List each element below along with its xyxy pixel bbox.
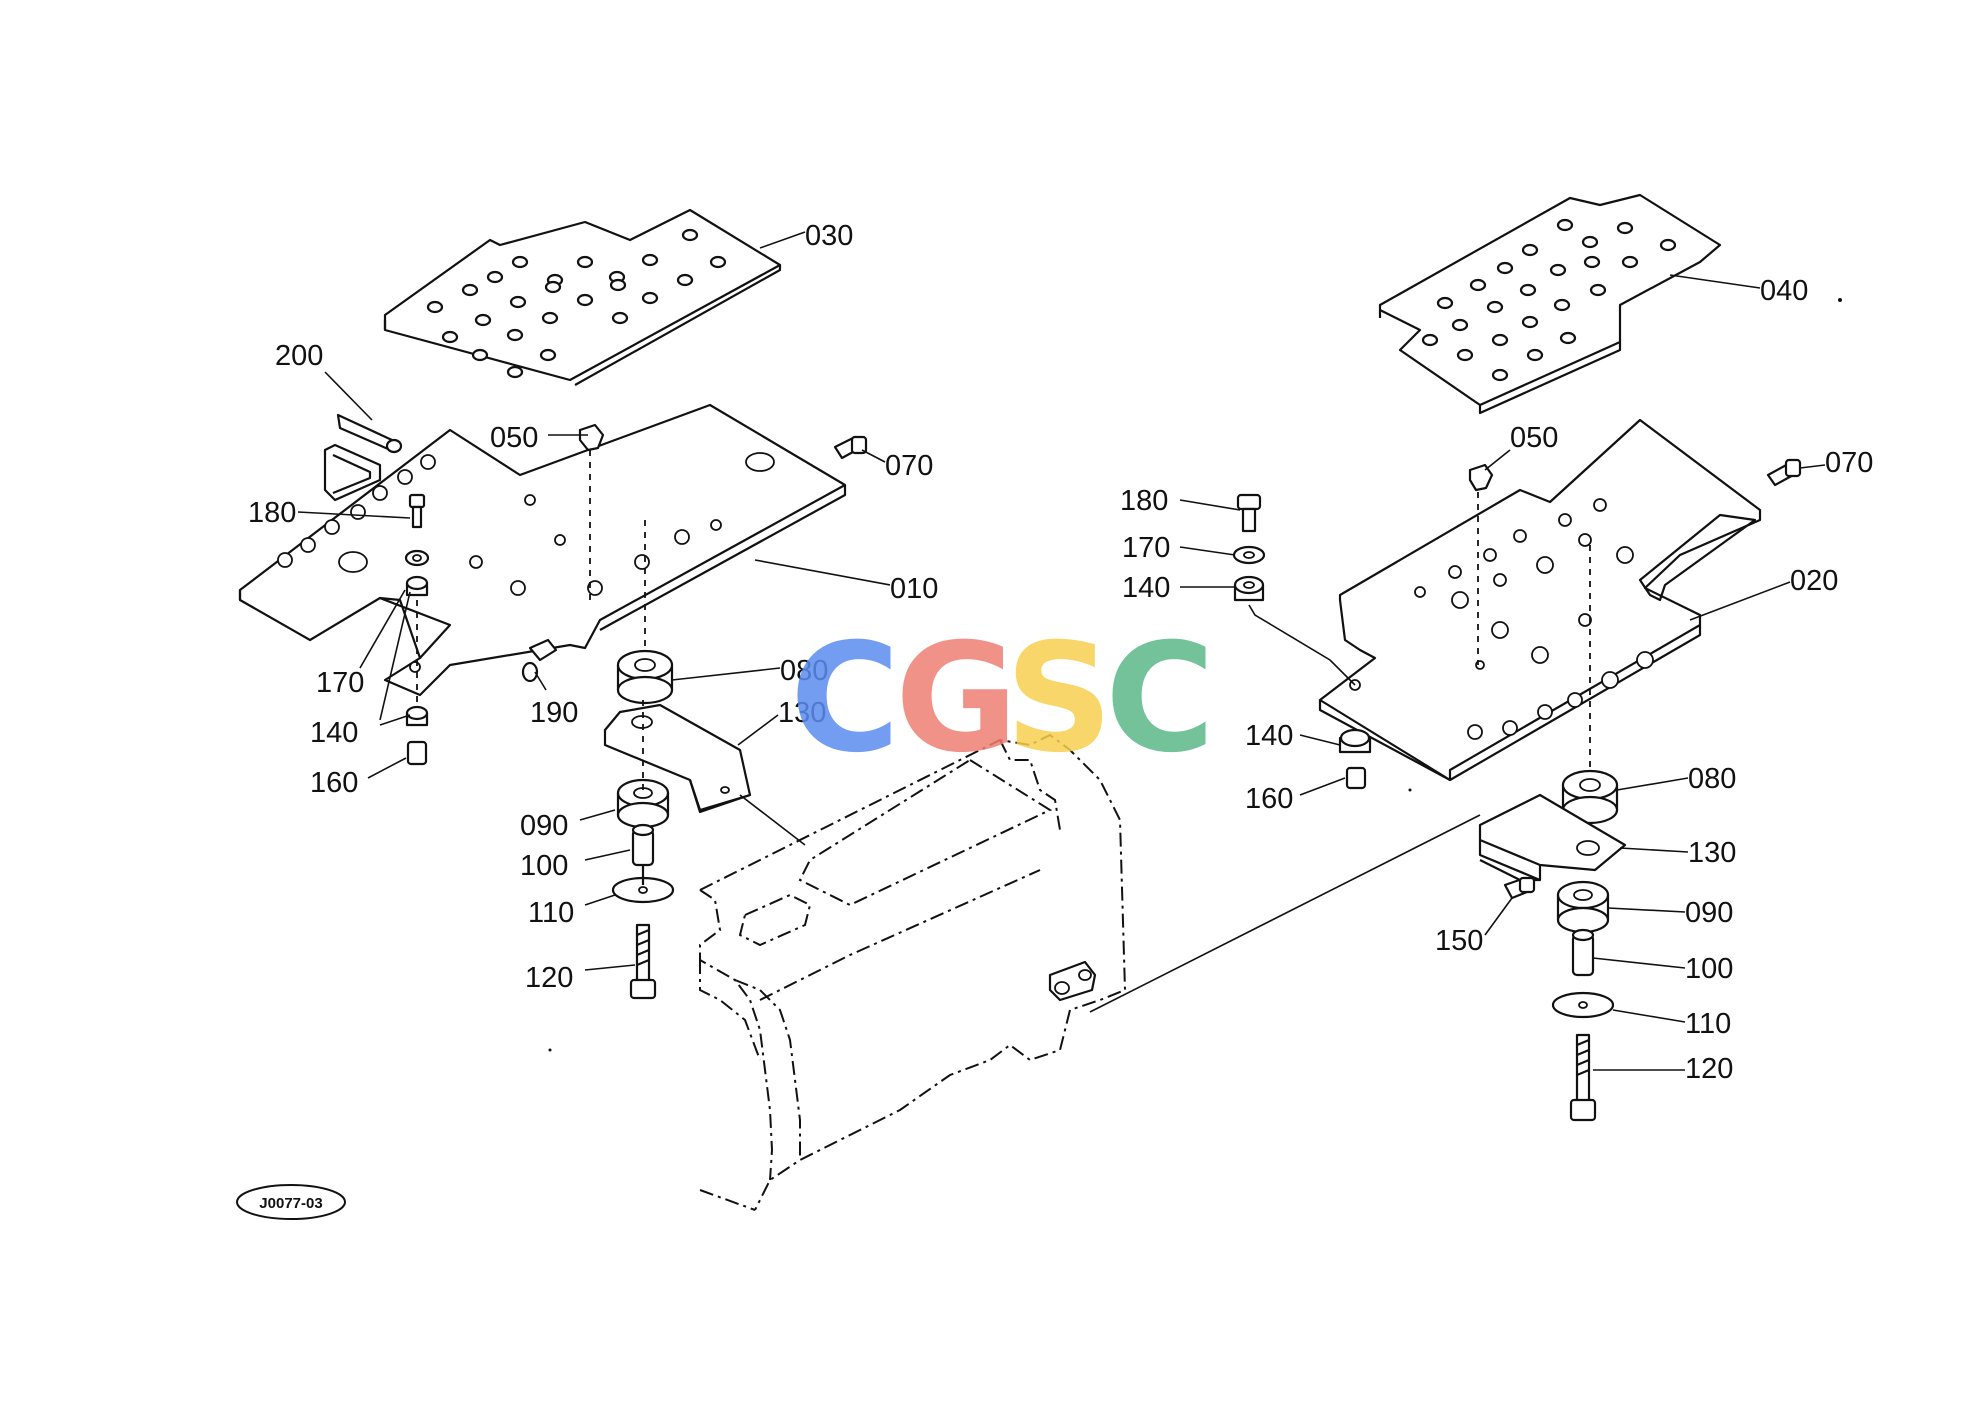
mount-stack-right [1089,545,1627,1122]
label-010: 010 [890,573,938,605]
plate-010-holes [277,454,722,673]
tread-plate-030-studs [426,228,727,379]
label-130-right: 130 [1688,837,1736,869]
label-130-left: 130 [778,697,826,729]
watermark-letter-4: C [1105,612,1215,786]
label-020: 020 [1790,565,1838,597]
right-floor-plate [1318,418,1762,782]
fastener-stack-right [1232,493,1372,790]
watermark-letter-1: C [790,612,900,786]
label-090-right: 090 [1685,897,1733,929]
label-100-right: 100 [1685,953,1733,985]
diagram-code: J0077-03 [259,1195,322,1212]
fastener-stack-left [404,493,430,766]
label-160-left: 160 [310,767,358,799]
leader-lines [297,231,1826,1071]
label-080-right: 080 [1688,763,1736,795]
label-070-right: 070 [1825,447,1873,479]
label-030: 030 [805,220,853,252]
label-120-left: 120 [525,962,573,994]
label-170-right: 170 [1122,532,1170,564]
label-140-right: 140 [1122,572,1170,604]
label-150: 150 [1435,925,1483,957]
label-160-right: 160 [1245,783,1293,815]
tread-plate-030 [383,208,782,386]
label-050-right: 050 [1510,422,1558,454]
clip-050-right [1468,463,1494,665]
watermark-letter-2: G [895,612,1018,786]
label-140-lower: 140 [1245,720,1293,752]
label-050-left: 050 [490,422,538,454]
left-floor-plate [238,403,847,697]
label-170-left: 170 [316,667,364,699]
label-180-right: 180 [1120,485,1168,517]
handle-200 [323,413,403,502]
label-100-left: 100 [520,850,568,882]
watermark: C G S C [790,612,1215,786]
label-190: 190 [530,697,578,729]
tread-plate-040 [1378,193,1722,415]
label-140-left: 140 [310,717,358,749]
label-070-left: 070 [885,450,933,482]
label-090-left: 090 [520,810,568,842]
bolt-070-left [833,435,868,460]
bracket-190 [521,638,558,683]
label-180-left: 180 [248,497,296,529]
diagram-code-badge: J0077-03 [236,1184,346,1220]
transmission-housing [699,733,1127,1211]
label-110-right: 110 [1685,1008,1731,1040]
label-200: 200 [275,340,323,372]
label-040: 040 [1760,275,1808,307]
mount-stack-left [603,520,806,1000]
tread-plate-040-studs [1421,218,1677,382]
plate-020-holes [1349,498,1654,740]
label-120-right: 120 [1685,1053,1733,1085]
part-labels: 030 200 050 070 180 010 170 190 080 140 … [248,220,1873,1085]
clip-050-left [578,423,605,600]
bolt-070-right [1766,458,1802,487]
label-080-left: 080 [780,655,828,687]
watermark-letter-3: S [1005,612,1113,786]
label-110-left: 110 [528,897,574,929]
